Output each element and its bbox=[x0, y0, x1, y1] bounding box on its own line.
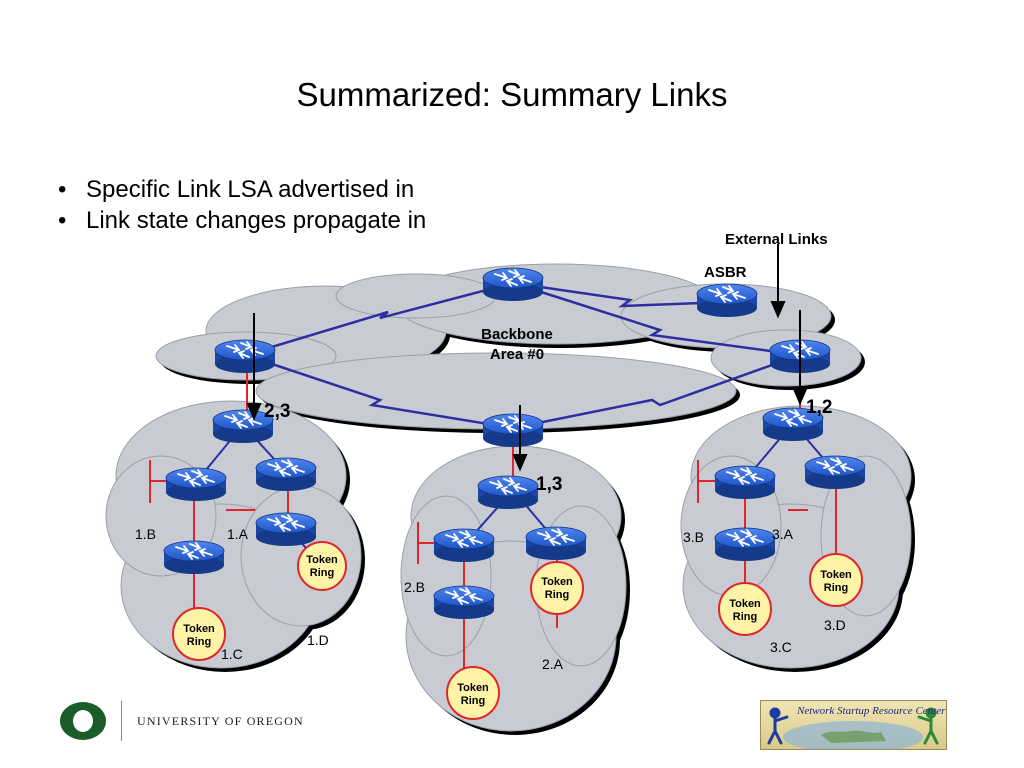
router-icon bbox=[433, 585, 495, 620]
token-ring-icon: Token Ring bbox=[297, 541, 347, 591]
token-rings: Token Ring Token Ring Token Ring Token R… bbox=[172, 541, 863, 720]
summary-label-12: 1,2 bbox=[806, 397, 832, 418]
router-icon bbox=[255, 457, 317, 492]
router-icon bbox=[214, 339, 276, 374]
university-name: UNIVERSITY OF OREGON bbox=[137, 714, 304, 728]
bullet-list: Specific Link LSA advertised in Link sta… bbox=[58, 174, 426, 236]
svg-text:Ring: Ring bbox=[545, 589, 569, 601]
svg-text:Ring: Ring bbox=[824, 582, 848, 594]
token-ring-icon: Token Ring bbox=[530, 561, 584, 615]
svg-text:Token: Token bbox=[183, 623, 215, 635]
svg-text:Token: Token bbox=[541, 576, 573, 588]
area0-label: Area #0 bbox=[490, 346, 544, 363]
svg-text:Ring: Ring bbox=[733, 611, 757, 623]
router-icon bbox=[163, 540, 225, 575]
backbone-links bbox=[244, 281, 801, 430]
person-right-icon bbox=[917, 707, 939, 745]
router-icon bbox=[433, 528, 495, 563]
network-label: 1.D bbox=[307, 632, 329, 648]
router-icon bbox=[482, 267, 544, 302]
network-label: 1.B bbox=[135, 526, 156, 542]
svg-text:Token: Token bbox=[729, 598, 761, 610]
token-ring-icon: Token Ring bbox=[446, 666, 500, 720]
network-label: 3.B bbox=[683, 529, 704, 545]
router-icon bbox=[714, 465, 776, 500]
svg-text:Token: Token bbox=[457, 682, 489, 694]
asbr-label: ASBR bbox=[704, 264, 747, 281]
uo-logo-icon bbox=[60, 702, 106, 740]
network-label: 3.C bbox=[770, 639, 792, 655]
svg-text:Ring: Ring bbox=[187, 636, 211, 648]
router-icon bbox=[714, 527, 776, 562]
globe-map-icon bbox=[767, 707, 939, 749]
svg-text:Ring: Ring bbox=[310, 567, 334, 579]
network-label: 1.C bbox=[221, 646, 243, 662]
external-links-label: External Links bbox=[725, 231, 828, 248]
network-label: 2.A bbox=[542, 656, 564, 672]
network-label: 3.D bbox=[824, 617, 846, 633]
network-label: 1.A bbox=[227, 526, 249, 542]
router-icon bbox=[165, 467, 227, 502]
bullet-item: Specific Link LSA advertised in bbox=[58, 174, 426, 205]
summary-label-23: 2,3 bbox=[264, 401, 290, 422]
router-icon bbox=[804, 455, 866, 490]
token-ring-icon: Token Ring bbox=[718, 582, 772, 636]
arrow-head-icon bbox=[246, 403, 262, 421]
token-ring-icon: Token Ring bbox=[809, 553, 863, 607]
network-label: 3.A bbox=[772, 526, 794, 542]
svg-text:Token: Token bbox=[306, 554, 338, 566]
svg-text:Token: Token bbox=[820, 569, 852, 581]
arrow-head-icon bbox=[512, 454, 528, 472]
router-icon bbox=[477, 475, 539, 510]
token-ring-icon: Token Ring bbox=[172, 607, 226, 661]
arrow-head-icon bbox=[770, 301, 786, 319]
router-icon bbox=[482, 413, 544, 448]
nsrc-logo: Network Startup Resource Center bbox=[760, 700, 947, 750]
nsrc-name: Network Startup Resource Center bbox=[797, 705, 946, 717]
router-icon bbox=[525, 526, 587, 561]
lsa-arrows bbox=[246, 244, 808, 472]
person-left-icon bbox=[767, 707, 789, 745]
router-icon bbox=[255, 512, 317, 547]
network-label: 2.B bbox=[404, 579, 425, 595]
slide-title: Summarized: Summary Links bbox=[296, 76, 728, 113]
summary-label-13: 1,3 bbox=[536, 474, 562, 495]
arrow-head-icon bbox=[792, 388, 808, 406]
svg-text:Ring: Ring bbox=[461, 695, 485, 707]
backbone-label: Backbone bbox=[481, 326, 553, 343]
bullet-item: Link state changes propagate in bbox=[58, 205, 426, 236]
asbr-router-icon bbox=[696, 283, 758, 318]
footer-divider bbox=[121, 701, 122, 741]
